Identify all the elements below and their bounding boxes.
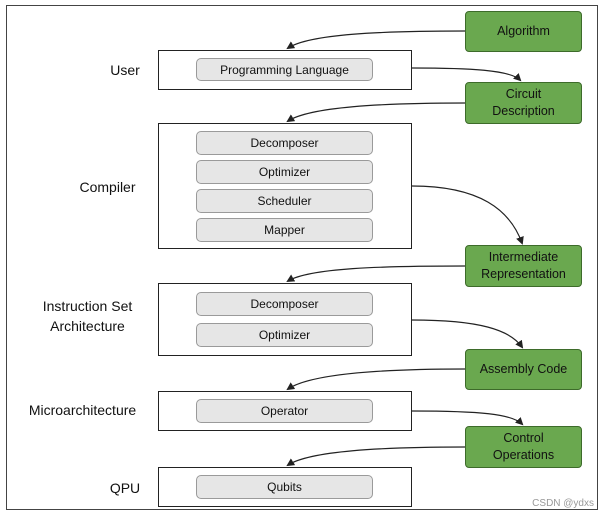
- layer-label-isa: Instruction Set Architecture: [20, 296, 155, 336]
- artifact-control-operations: Control Operations: [465, 426, 582, 468]
- component-mapper: Mapper: [196, 218, 373, 242]
- layer-label-user: User: [110, 62, 140, 78]
- arrow-isa-to-assembly: [411, 319, 524, 349]
- arrow-circuit-to-compiler: [286, 102, 466, 123]
- component-optimizer: Optimizer: [196, 160, 373, 184]
- artifact-intermediate-representation-line2: Representation: [481, 267, 566, 281]
- qpu-layer-box: Qubits: [158, 467, 412, 507]
- component-programming-language: Programming Language: [196, 58, 373, 81]
- artifact-algorithm: Algorithm: [465, 11, 582, 52]
- arrow-control-to-qpu: [286, 446, 466, 467]
- artifact-intermediate-representation-line1: Intermediate: [488, 250, 559, 264]
- user-layer-box: Programming Language: [158, 50, 412, 90]
- layer-label-compiler: Compiler: [79, 179, 136, 195]
- microarchitecture-layer-box: Operator: [158, 391, 412, 431]
- artifact-circuit-description-line2: Description: [492, 104, 555, 118]
- watermark: CSDN @ydxs: [532, 498, 594, 509]
- arrow-user-to-circuit: [411, 67, 522, 82]
- layer-label-qpu: QPU: [109, 480, 141, 496]
- artifact-assembly-code-label: Assembly Code: [479, 362, 568, 376]
- artifact-circuit-description-line1: Circuit: [505, 87, 542, 101]
- arrow-micro-to-control: [411, 410, 524, 426]
- component-isa-decomposer: Decomposer: [196, 292, 373, 316]
- arrow-assembly-to-micro: [286, 368, 466, 391]
- arrow-compiler-to-ir: [411, 185, 524, 245]
- isa-layer-box: Decomposer Optimizer: [158, 283, 412, 356]
- component-scheduler: Scheduler: [196, 189, 373, 213]
- layer-label-microarchitecture: Microarchitecture: [28, 402, 137, 418]
- arrow-algorithm-to-user: [286, 30, 466, 50]
- artifact-assembly-code: Assembly Code: [465, 349, 582, 390]
- layer-label-isa-line1: Instruction Set: [42, 298, 133, 314]
- artifact-control-operations-line1: Control: [503, 431, 544, 445]
- artifact-intermediate-representation: Intermediate Representation: [465, 245, 582, 287]
- artifact-circuit-description: Circuit Description: [465, 82, 582, 124]
- artifact-control-operations-line2: Operations: [492, 448, 555, 462]
- diagram-frame: [6, 5, 598, 510]
- layer-label-isa-line2: Architecture: [50, 318, 125, 334]
- arrow-ir-to-isa: [286, 265, 466, 283]
- component-qubits: Qubits: [196, 475, 373, 499]
- component-operator: Operator: [196, 399, 373, 423]
- compiler-layer-box: Decomposer Optimizer Scheduler Mapper: [158, 123, 412, 249]
- component-isa-optimizer: Optimizer: [196, 323, 373, 347]
- artifact-algorithm-label: Algorithm: [497, 24, 550, 38]
- component-decomposer: Decomposer: [196, 131, 373, 155]
